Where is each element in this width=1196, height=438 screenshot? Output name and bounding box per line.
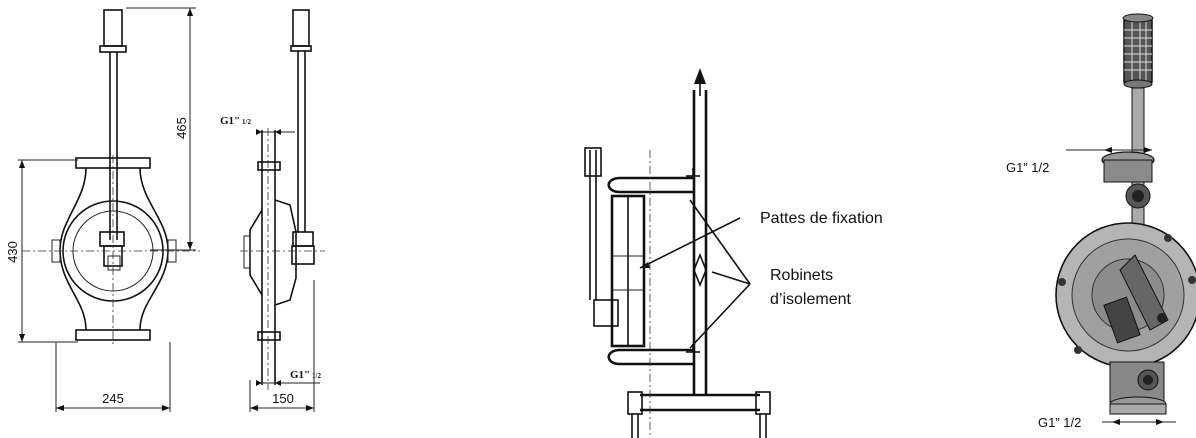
inlet-thread-fraction: 1/2	[242, 118, 251, 126]
callout-isolation-valves-line2: d’isolement	[770, 291, 851, 308]
handle-grip	[103, 9, 123, 47]
dim-width-245: 245	[102, 391, 124, 406]
flow-arrow-up	[694, 68, 706, 84]
bottom-flange	[75, 329, 151, 341]
outlet-thread-label: G1"	[290, 369, 310, 381]
outlet-thread-fraction: 1/2	[312, 372, 321, 380]
perspective-inlet-label: G1” 1/2	[1006, 160, 1049, 175]
dim-height-465: 465	[174, 117, 189, 139]
dim-body-430: 430	[5, 241, 20, 263]
leader-valve-bottom	[689, 283, 751, 349]
perspective-view: G1” 1/2 G1” 1/2	[1006, 13, 1196, 430]
front-view: 465 430 245	[5, 7, 200, 412]
callout-mounting-brackets: Pattes de fixation	[760, 210, 883, 227]
installation-view: Pattes de fixation Robinets d’isolement	[584, 68, 883, 438]
dim-width-150: 150	[272, 391, 294, 406]
handle-grip-ribbed	[1123, 19, 1153, 83]
inlet-thread-label: G1"	[220, 115, 240, 127]
callout-isolation-valves-line1: Robinets	[770, 267, 833, 284]
leader-valve-top	[689, 199, 751, 285]
side-view: G1" 1/2 G1" 1/2 150	[220, 9, 325, 412]
leader-brackets	[639, 217, 741, 269]
perspective-outlet-label: G1” 1/2	[1038, 415, 1081, 430]
